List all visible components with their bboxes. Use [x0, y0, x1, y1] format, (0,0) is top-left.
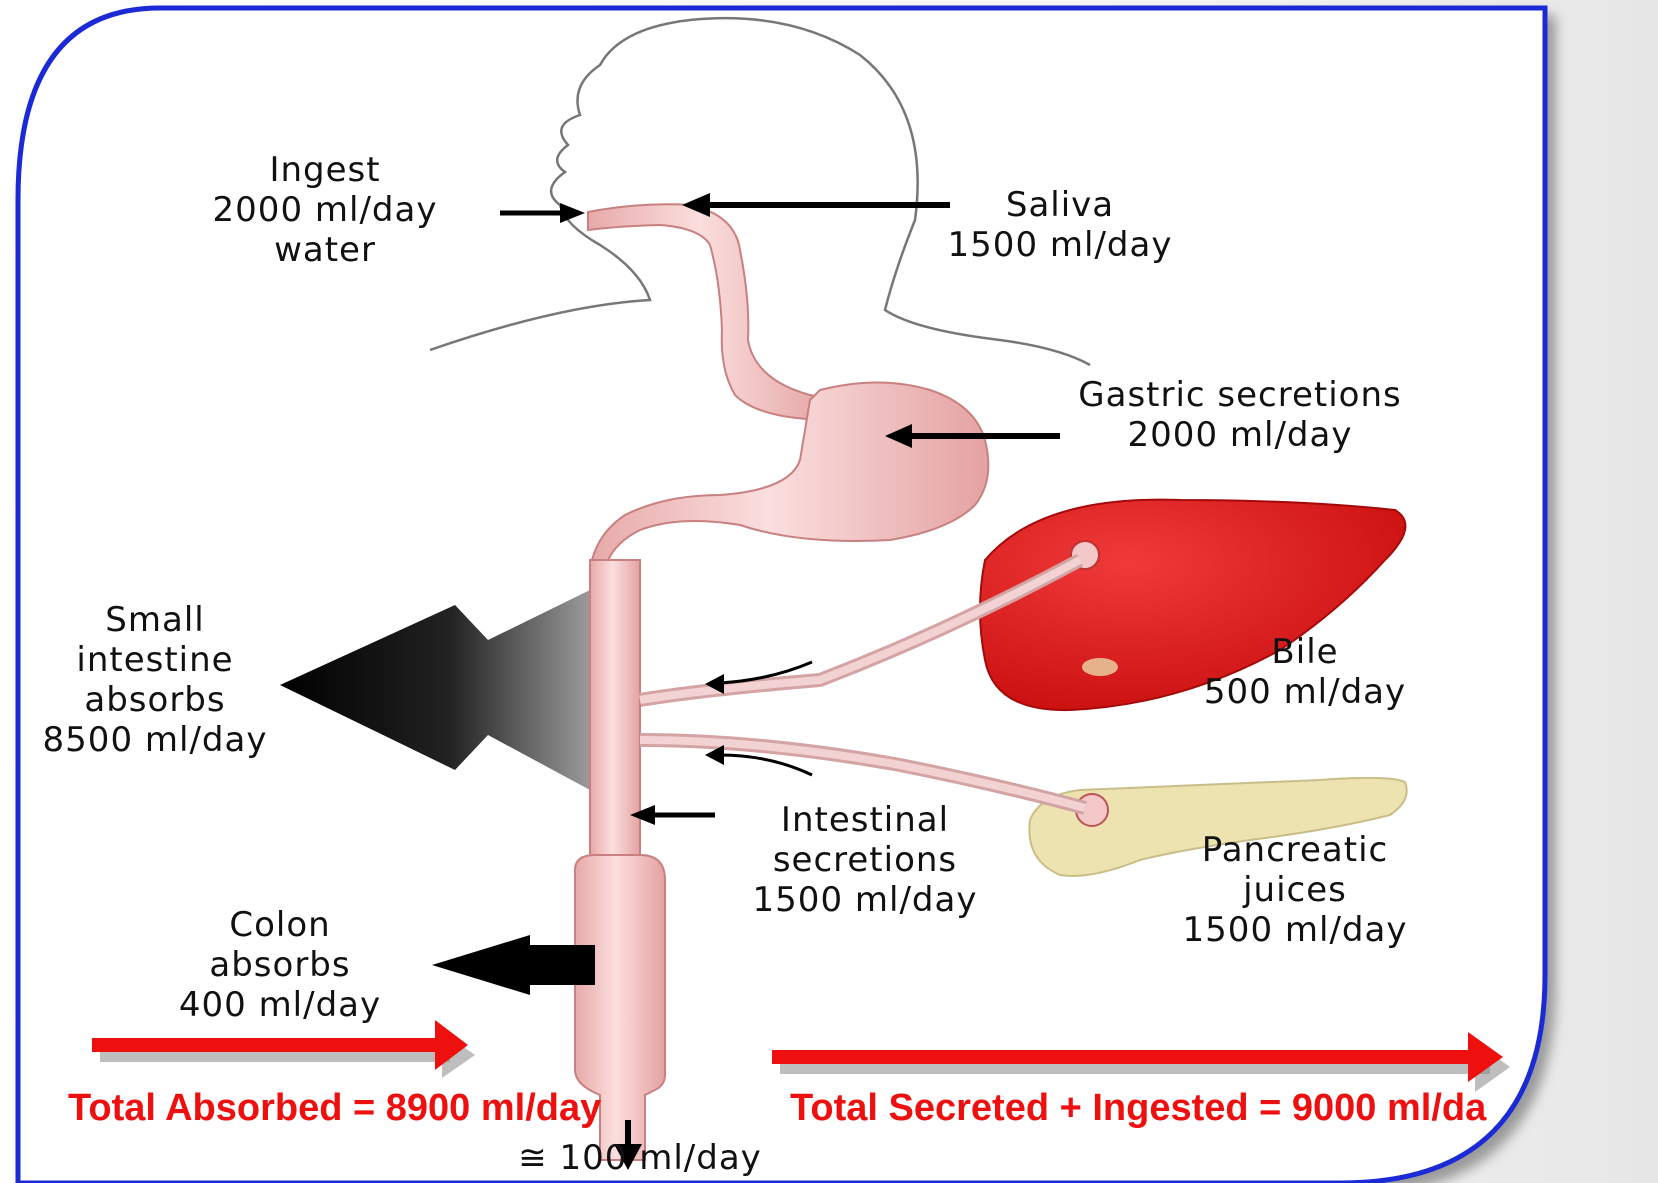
- ingest-title: Ingest: [160, 150, 490, 190]
- colon-label: Colon absorbs 400 ml/day: [130, 905, 430, 1025]
- intestinal-title: Intestinal: [705, 800, 1025, 840]
- pancreatic-subtitle: juices: [1135, 870, 1455, 910]
- intestinal-subtitle: secretions: [705, 840, 1025, 880]
- small-intestine-line3: absorbs: [0, 680, 310, 720]
- ingest-amount: 2000 ml/day: [160, 190, 490, 230]
- pancreatic-amount: 1500 ml/day: [1135, 910, 1455, 950]
- small-intestine-line1: Small: [0, 600, 310, 640]
- pancreatic-title: Pancreatic: [1135, 830, 1455, 870]
- small-intestine-line2: intestine: [0, 640, 310, 680]
- ingest-label: Ingest 2000 ml/day water: [160, 150, 490, 270]
- saliva-amount: 1500 ml/day: [905, 225, 1215, 265]
- total-secreted-ingested: Total Secreted + Ingested = 9000 ml/da: [790, 1086, 1486, 1130]
- saliva-title: Saliva: [905, 185, 1215, 225]
- gastric-title: Gastric secretions: [1015, 375, 1465, 415]
- excreted-label: ≅ 100 ml/day: [470, 1138, 810, 1178]
- saliva-label: Saliva 1500 ml/day: [905, 185, 1215, 265]
- colon-amount: 400 ml/day: [130, 985, 430, 1025]
- total-absorbed: Total Absorbed = 8900 ml/day: [68, 1086, 601, 1130]
- pancreatic-label: Pancreatic juices 1500 ml/day: [1135, 830, 1455, 950]
- intestinal-amount: 1500 ml/day: [705, 880, 1025, 920]
- small-intestine-label: Small intestine absorbs 8500 ml/day: [0, 600, 310, 760]
- gastric-label: Gastric secretions 2000 ml/day: [1015, 375, 1465, 455]
- gastric-amount: 2000 ml/day: [1015, 415, 1465, 455]
- small-intestine-amount: 8500 ml/day: [0, 720, 310, 760]
- colon-subtitle: absorbs: [130, 945, 430, 985]
- bile-title: Bile: [1160, 632, 1450, 672]
- bile-label: Bile 500 ml/day: [1160, 632, 1450, 712]
- bile-amount: 500 ml/day: [1160, 672, 1450, 712]
- intestinal-secretions-label: Intestinal secretions 1500 ml/day: [705, 800, 1025, 920]
- colon-title: Colon: [130, 905, 430, 945]
- ingest-substance: water: [160, 230, 490, 270]
